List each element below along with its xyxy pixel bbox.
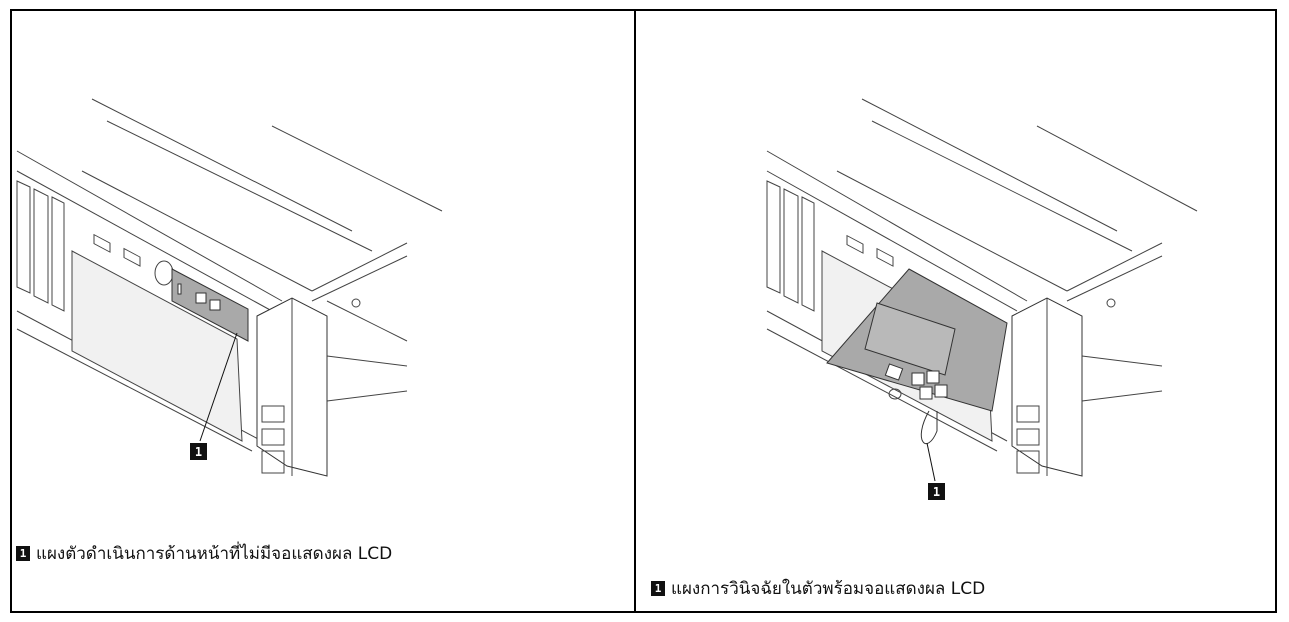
callout-badge-left: 1 (190, 443, 207, 460)
server-illustration-without-lcd (12, 11, 634, 491)
caption-left-text: แผงตัวดำเนินการด้านหน้าที่ไม่มีจอแสดงผล … (36, 544, 393, 564)
panel-divider (634, 9, 636, 613)
server-illustration-with-lcd (637, 11, 1259, 491)
caption-right-text: แผงการวินิจฉัยในตัวพร้อมจอแสดงผล LCD (671, 579, 986, 599)
figure-frame (10, 9, 1277, 613)
caption-right: 1 แผงการวินิจฉัยในตัวพร้อมจอแสดงผล LCD (651, 575, 985, 602)
caption-badge-left: 1 (16, 546, 30, 561)
caption-left: 1 แผงตัวดำเนินการด้านหน้าที่ไม่มีจอแสดงผ… (16, 540, 392, 567)
caption-badge-right: 1 (651, 581, 665, 596)
callout-badge-right: 1 (928, 483, 945, 500)
